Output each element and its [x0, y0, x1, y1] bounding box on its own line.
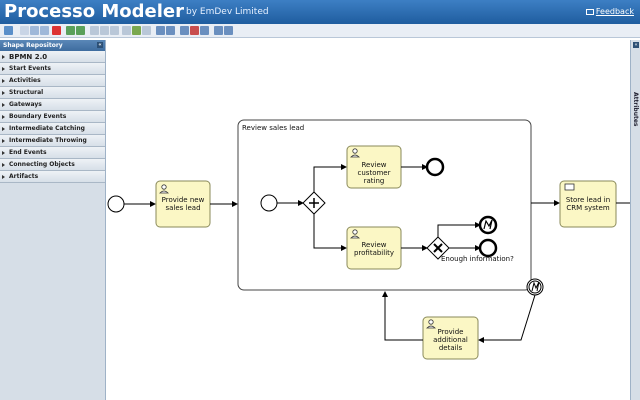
task-provide-additional-details[interactable] [422, 316, 479, 360]
service-icon [564, 183, 575, 191]
expand-arrow-icon [2, 91, 5, 95]
task-label: Review profitability [353, 241, 395, 257]
gateway-label: Enough information? [441, 255, 514, 263]
flow-gateway-to-profit[interactable] [313, 214, 347, 251]
fullscreen-icon[interactable] [224, 26, 233, 35]
ungroup-icon[interactable] [142, 26, 151, 35]
sidebar-item-gateways[interactable]: Gateways [0, 99, 105, 111]
align-center-icon[interactable] [100, 26, 109, 35]
expand-icon[interactable]: « [633, 42, 639, 48]
copy-icon[interactable] [30, 26, 39, 35]
zoom-in-icon[interactable] [180, 26, 189, 35]
feedback-label: Feedback [595, 7, 634, 16]
expand-arrow-icon [2, 79, 5, 83]
sidebar-item-intermediate-throwing[interactable]: Intermediate Throwing Events [0, 135, 105, 156]
flow-xor-to-error-end[interactable] [437, 222, 481, 237]
start-event[interactable] [107, 195, 125, 213]
flow-additional-to-subprocess[interactable] [382, 291, 423, 341]
sidebar-item-intermediate-catching[interactable]: Intermediate Catching Events [0, 123, 105, 144]
app-subtitle: by EmDev Limited [186, 7, 269, 17]
sidebar-item-connecting-objects[interactable]: Connecting Objects [0, 159, 105, 171]
expand-arrow-icon [2, 115, 5, 119]
app-title: Processo Modeler [4, 1, 184, 22]
expand-arrow-icon [2, 151, 5, 155]
user-icon [159, 184, 169, 194]
end-event-rating[interactable] [425, 157, 445, 177]
boundary-error-inner [528, 280, 542, 294]
feedback-link[interactable]: Feedback [585, 7, 634, 16]
task-label: Provide additional details [433, 328, 468, 352]
expand-arrow-icon [2, 139, 5, 143]
group-icon[interactable] [132, 26, 141, 35]
sidebar-item-artifacts[interactable]: Artifacts [0, 171, 105, 183]
sidebar-item-label: BPMN 2.0 [9, 53, 48, 61]
attributes-panel: « Attributes [630, 40, 640, 400]
sidebar-item-label: Activities [9, 77, 41, 84]
flow-boundary-to-additional[interactable] [478, 294, 536, 343]
diagram-canvas[interactable]: Review sales lead Provide new sales lead… [107, 40, 630, 400]
delete-icon[interactable] [52, 26, 61, 35]
undo-icon[interactable] [66, 26, 75, 35]
sidebar-item-label: End Events [9, 149, 47, 156]
sidebar-item-boundary-events[interactable]: Boundary Events [0, 111, 105, 123]
zoom-fit-icon[interactable] [200, 26, 209, 35]
sidebar-item-label: Structural [9, 89, 44, 96]
align-right-icon[interactable] [110, 26, 119, 35]
user-icon [350, 148, 360, 158]
bring-front-icon[interactable] [156, 26, 165, 35]
sidebar-item-activities[interactable]: Activities [0, 75, 105, 87]
task-label: Store lead in CRM system [565, 196, 611, 212]
end-event-profit[interactable] [478, 238, 498, 258]
sidebar-item-label: Start Events [9, 65, 51, 72]
sidebar-item-label: Boundary Events [9, 113, 67, 120]
user-icon [426, 319, 436, 329]
shape-repository-header: Shape Repository « [0, 40, 105, 51]
sidebar-item-label: Artifacts [9, 173, 39, 180]
mail-icon [585, 9, 594, 15]
zoom-reset-icon[interactable] [214, 26, 223, 35]
sidebar-item-label: Gateways [9, 101, 42, 108]
diagram-svg[interactable] [107, 40, 630, 400]
sidebar-item-end-events[interactable]: End Events [0, 147, 105, 159]
align-left-icon[interactable] [90, 26, 99, 35]
expand-arrow-icon [2, 175, 5, 179]
align-top-icon[interactable] [122, 26, 131, 35]
zoom-out-icon[interactable] [190, 26, 199, 35]
collapse-icon[interactable]: « [97, 42, 103, 48]
user-icon [350, 229, 360, 239]
cut-icon[interactable] [20, 26, 29, 35]
send-back-icon[interactable] [166, 26, 175, 35]
expand-arrow-icon [2, 163, 5, 167]
subprocess-label: Review sales lead [242, 124, 305, 132]
expand-arrow-icon [2, 103, 5, 107]
task-label: Review customer rating [357, 161, 391, 185]
expand-arrow-icon [2, 127, 5, 131]
sidebar-item-structural[interactable]: Structural [0, 87, 105, 99]
attributes-title[interactable]: Attributes [632, 92, 639, 127]
error-icon [531, 281, 540, 292]
toolbar [0, 24, 640, 38]
save-icon[interactable] [4, 26, 13, 35]
shape-repository: Shape Repository « BPMN 2.0 Start Events… [0, 40, 106, 400]
sidebar-item-label: Connecting Objects [9, 161, 75, 168]
paste-icon[interactable] [40, 26, 49, 35]
expand-arrow-icon [2, 67, 5, 71]
expand-arrow-icon [2, 55, 5, 59]
x-icon-stroke [433, 243, 443, 253]
task-store-lead[interactable] [559, 180, 617, 228]
subprocess-start-event[interactable] [260, 194, 278, 212]
error-icon [483, 219, 493, 230]
redo-icon[interactable] [76, 26, 85, 35]
sidebar-item-bpmn[interactable]: BPMN 2.0 [0, 51, 105, 63]
task-label: Provide new sales lead [161, 196, 205, 212]
app-header: Processo Modeler by EmDev Limited Feedba… [0, 0, 640, 24]
sidebar-item-start-events[interactable]: Start Events [0, 63, 105, 75]
shape-repository-title: Shape Repository [3, 42, 63, 49]
flow-gateway-to-rating[interactable] [313, 164, 347, 192]
